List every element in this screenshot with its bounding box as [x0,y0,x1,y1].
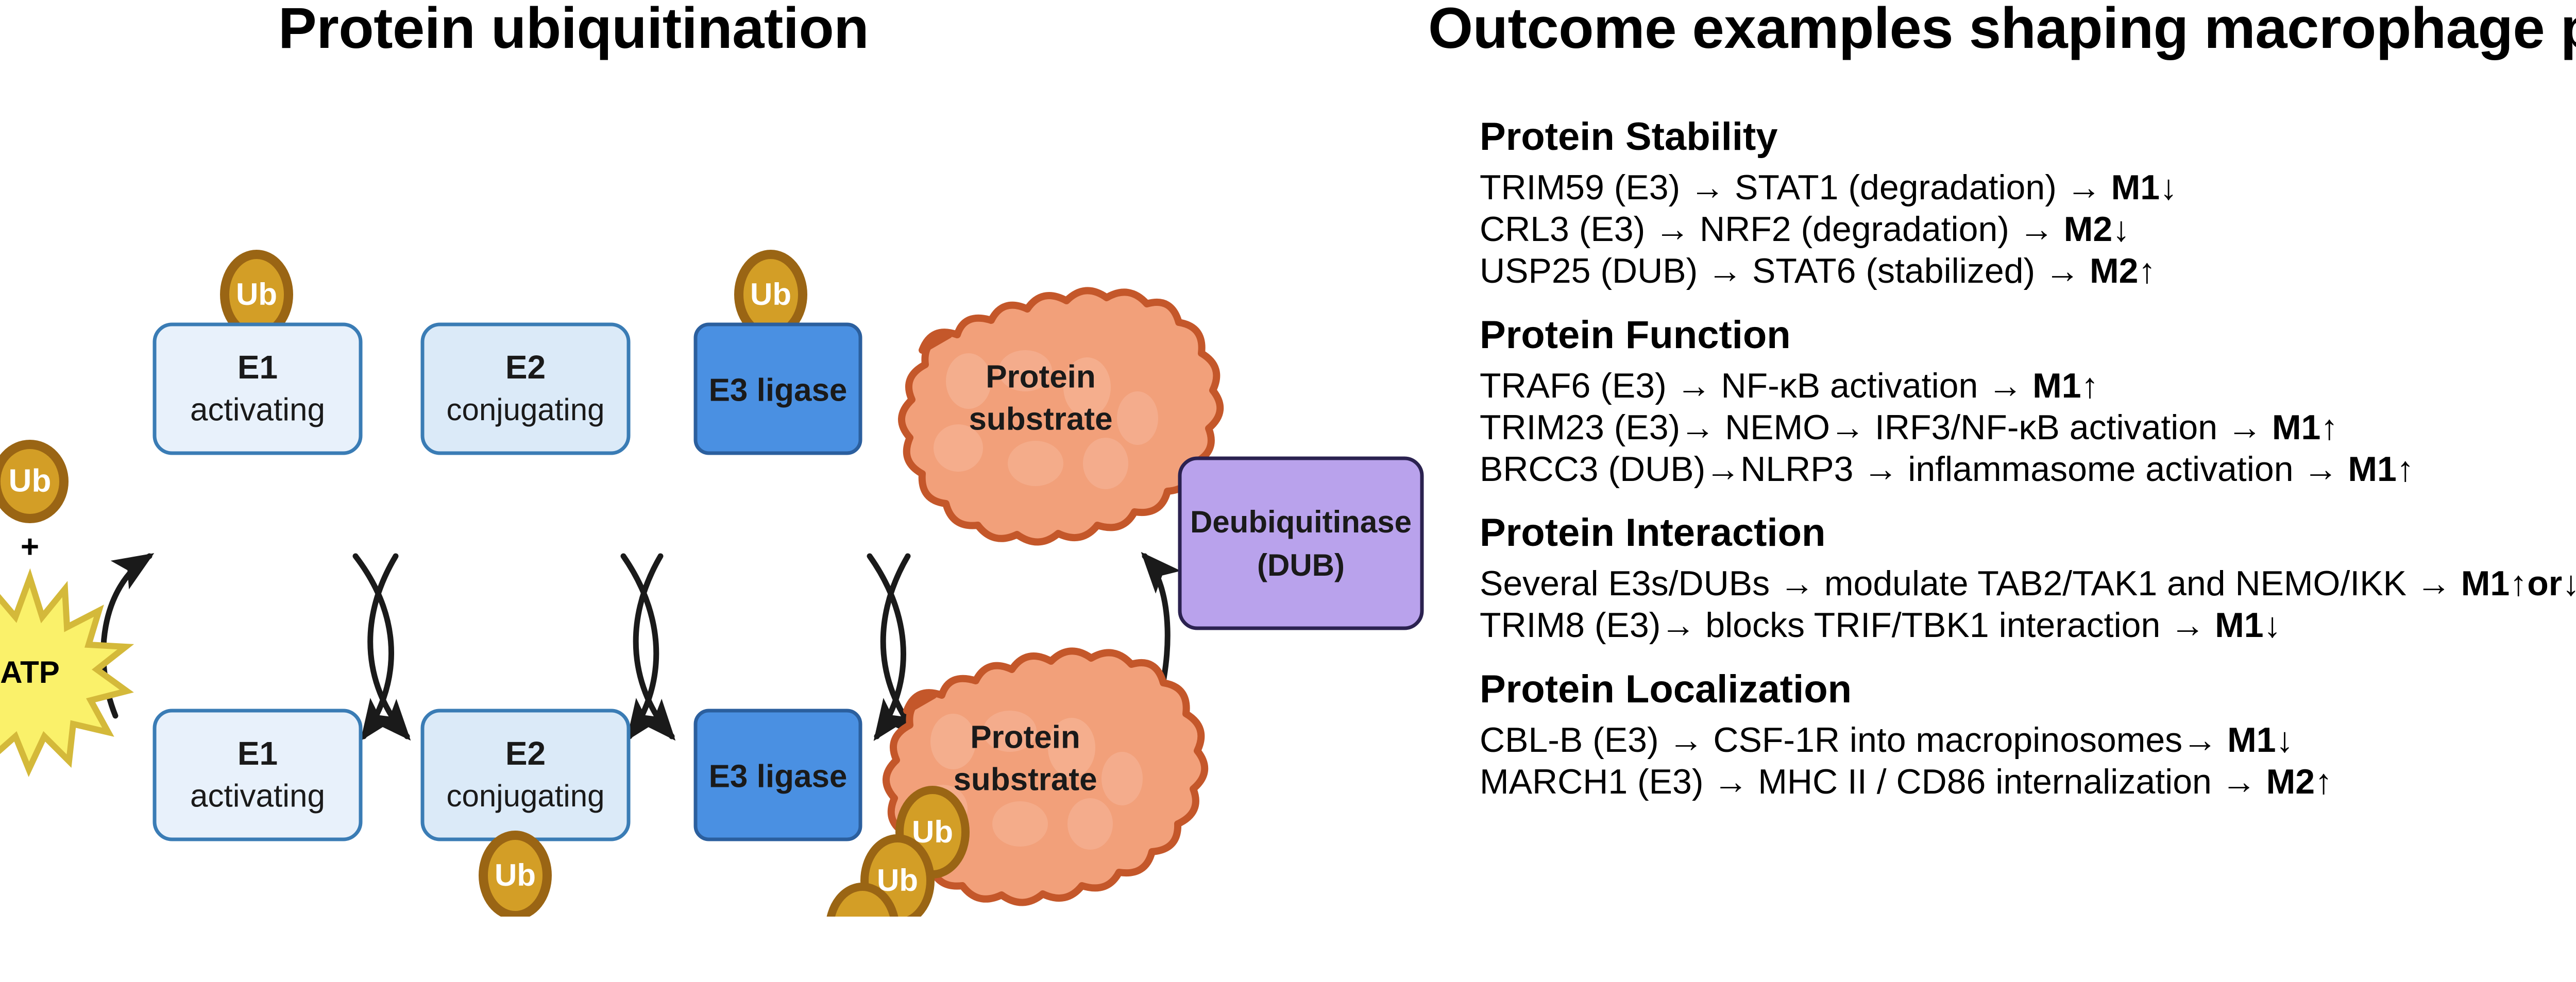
free-ubiquitin-group: Ub + ATP [0,440,134,777]
ub-chain-label-2: Ub [877,863,918,898]
e3-top-box[interactable] [693,322,862,455]
dub-box[interactable] [1178,456,1424,630]
node-deubiquitinase[interactable]: Deubiquitinase (DUB) [1178,456,1424,630]
ub-on-e1-group: Ub [220,250,293,339]
outcome-result: M1↑ [2348,449,2414,489]
atp-starburst [0,568,134,777]
e2-bottom-label-line1: E2 [505,735,546,772]
e2-top-label-line1: E2 [505,349,546,386]
atp-label: ATP [0,655,60,690]
e2-bottom-label-line2: conjugating [447,779,605,813]
outcome-text: TRAF6 (E3) → NF-κB activation → [1480,366,2033,405]
e3-top-label: E3 ligase [709,372,848,408]
outcome-result: M1↑ [2032,366,2099,405]
ub-chain-label-3: Ub [842,911,883,917]
outcome-result: M1↓ [2215,606,2281,645]
section-lines-function: TRAF6 (E3) → NF-κB activation → M1↑ TRIM… [1480,365,2576,490]
outcome-line: Several E3s/DUBs → modulate TAB2/TAK1 an… [1480,563,2576,605]
e1-bottom-label-line1: E1 [238,735,278,772]
section-protein-stability: Protein Stability TRIM59 (E3) → STAT1 (d… [1480,117,2576,292]
outcome-line: TRAF6 (E3) → NF-κB activation → M1↑ [1480,365,2576,407]
node-e3-ligase-top[interactable]: E3 ligase [693,322,862,455]
node-e2-conjugating-top[interactable]: E2 conjugating [420,322,631,455]
outcome-text: CRL3 (E3) → NRF2 (degradation) → [1480,209,2064,249]
section-lines-interaction: Several E3s/DUBs → modulate TAB2/TAK1 an… [1480,563,2576,646]
polyubiquitin-chain: Ub Ub Ub [826,786,970,917]
substrate-bottom-label-line2: substrate [953,762,1097,797]
dub-label-line1: Deubiquitinase [1190,505,1412,539]
outcome-text: Several E3s/DUBs → modulate TAB2/TAK1 an… [1480,564,2461,604]
section-protein-localization: Protein Localization CBL-B (E3) → CSF-1R… [1480,670,2576,803]
outcome-text: TRIM23 (E3)→ NEMO→ IRF3/NF-κB activation… [1480,407,2272,447]
outcomes-column: Protein Stability TRIM59 (E3) → STAT1 (d… [1480,117,2576,826]
e1-top-label-line2: activating [190,392,325,427]
page-title-right: Outcome examples shaping macrophage plas… [1428,0,2576,60]
substrate-top-label-line2: substrate [969,401,1112,437]
outcome-line: USP25 (DUB) → STAT6 (stabilized) → M2↑ [1480,250,2576,292]
ub-label-e2: Ub [495,858,536,892]
e3-bottom-label: E3 ligase [709,759,848,794]
outcome-text: CBL-B (E3) → CSF-1R into macropinosomes→ [1480,720,2228,760]
page-title-left: Protein ubiquitination [278,0,869,60]
e1-top-box[interactable] [152,322,363,455]
ub-label-e3: Ub [750,277,791,312]
outcome-text: MARCH1 (E3) → MHC II / CD86 internalizat… [1480,762,2266,802]
arrow-e1-to-e2-return [367,553,411,741]
substrate-top-label-line1: Protein [986,359,1096,394]
node-e3-ligase-bottom[interactable]: E3 ligase [693,709,862,841]
outcome-line: BRCC3 (DUB)→NLRP3 → inflammasome activat… [1480,449,2576,490]
node-e1-activating-bottom[interactable]: E1 activating [152,709,363,841]
outcome-text: BRCC3 (DUB)→NLRP3 → inflammasome activat… [1480,449,2348,489]
ub-label-e1: Ub [236,277,277,312]
section-lines-stability: TRIM59 (E3) → STAT1 (degradation) → M1↓ … [1480,167,2576,292]
dub-label-line2: (DUB) [1257,548,1345,582]
section-heading-function: Protein Function [1480,313,1791,357]
outcome-text: TRIM8 (E3)→ blocks TRIF/TBK1 interaction… [1480,606,2215,645]
outcome-result: M2↑ [2089,251,2156,290]
ub-chain-label-1: Ub [912,815,953,849]
outcome-result: M2↑ [2266,762,2333,802]
ub-circle-e2 [479,831,552,917]
section-heading-localization: Protein Localization [1480,667,1852,712]
substrate-bottom-label-line1: Protein [970,719,1080,755]
node-e1-activating-top[interactable]: E1 activating [152,322,363,455]
outcome-line: TRIM8 (E3)→ blocks TRIF/TBK1 interaction… [1480,605,2576,646]
ubiquitination-cycle-diagram: Ub + ATP Ub E1 activating E2 conjugating… [0,250,1424,917]
e3-bottom-box[interactable] [693,709,862,841]
section-protein-interaction: Protein Interaction Several E3s/DUBs → m… [1480,513,2576,646]
ub-circle-free [0,440,69,523]
outcome-result: M1↑ [2272,407,2338,447]
ub-on-e2-group: Ub [479,831,552,917]
section-lines-localization: CBL-B (E3) → CSF-1R into macropinosomes→… [1480,719,2576,803]
outcome-result: M1↑or↓ [2461,564,2576,604]
outcome-text: TRIM59 (E3) → STAT1 (degradation) → [1480,168,2111,207]
outcome-result: M1↓ [2227,720,2294,760]
cycle-arrows [100,552,1181,741]
e1-bottom-box[interactable] [152,709,363,841]
e2-top-label-line2: conjugating [447,392,605,427]
e2-bottom-box[interactable] [420,709,631,841]
outcome-line: TRIM59 (E3) → STAT1 (degradation) → M1↓ [1480,167,2576,209]
arrow-e2-to-e3-return [633,553,676,741]
section-heading-stability: Protein Stability [1480,115,1778,159]
arrow-e3-to-substrate-return [880,553,923,741]
plus-sign: + [21,529,39,564]
node-protein-substrate-top[interactable]: Protein substrate [898,287,1224,546]
node-e2-conjugating-bottom[interactable]: E2 conjugating [420,709,631,841]
outcome-text: USP25 (DUB) → STAT6 (stabilized) → [1480,251,2090,290]
ub-chain-circle-3 [826,883,899,917]
e1-bottom-label-line2: activating [190,778,325,814]
section-protein-function: Protein Function TRAF6 (E3) → NF-κB acti… [1480,313,2576,490]
e2-top-box[interactable] [420,322,631,455]
outcome-line: TRIM23 (E3)→ NEMO→ IRF3/NF-κB activation… [1480,407,2576,449]
ub-label-free: Ub [9,463,52,498]
outcome-result: M2↓ [2063,209,2130,249]
outcome-line: CRL3 (E3) → NRF2 (degradation) → M2↓ [1480,209,2576,250]
outcome-line: MARCH1 (E3) → MHC II / CD86 internalizat… [1480,761,2576,803]
outcome-line: CBL-B (E3) → CSF-1R into macropinosomes→… [1480,719,2576,761]
section-heading-interaction: Protein Interaction [1480,511,1826,555]
outcome-result: M1↓ [2111,168,2178,207]
e1-top-label-line1: E1 [238,349,278,386]
